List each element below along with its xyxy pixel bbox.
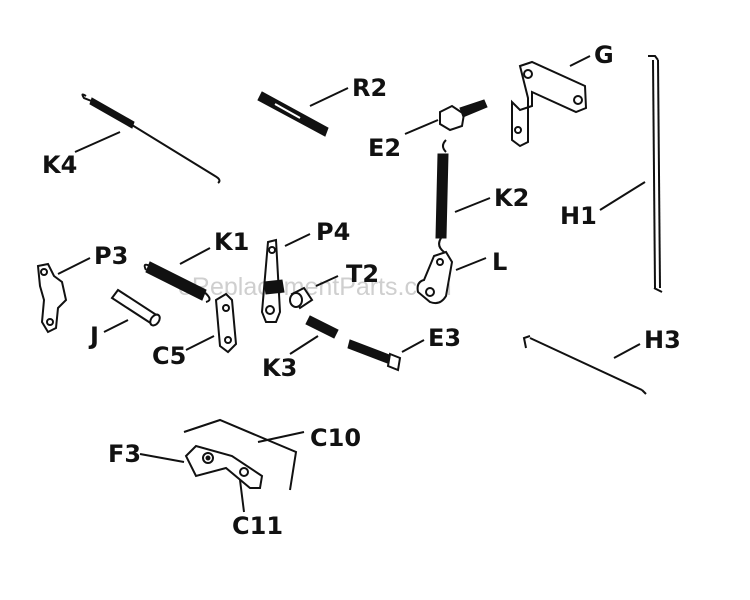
part-h3-rod <box>522 335 647 395</box>
leader-h1 <box>599 181 646 211</box>
leader-l <box>455 257 487 271</box>
label-k1: K1 <box>214 228 249 256</box>
leader-k1 <box>179 247 211 265</box>
label-h3: H3 <box>644 326 681 354</box>
leader-c10 <box>257 431 305 443</box>
leader-p4 <box>284 233 311 247</box>
part-labels: G R2 K4 E2 K2 H1 P4 K1 P3 T2 L J C5 K3 E… <box>42 41 681 540</box>
label-f3: F3 <box>108 440 141 468</box>
leader-c5 <box>185 335 215 351</box>
part-e3-bolt <box>347 339 402 372</box>
part-k3-spring <box>305 315 339 339</box>
leader-k2 <box>454 197 491 213</box>
part-k2-spring <box>435 139 449 257</box>
part-k1-spring <box>143 261 211 303</box>
leader-h3 <box>613 343 641 359</box>
leader-g <box>569 55 591 67</box>
label-c11: C11 <box>232 512 283 540</box>
leader-c11 <box>239 479 245 513</box>
part-p4-lever <box>260 238 285 323</box>
label-h1: H1 <box>560 202 597 230</box>
leader-t2 <box>315 275 339 287</box>
label-p3: P3 <box>94 242 128 270</box>
leader-lines <box>57 55 646 513</box>
part-t2-bushing <box>289 286 314 310</box>
leader-e3 <box>401 339 425 353</box>
part-h1-rod <box>648 55 663 293</box>
label-c10: C10 <box>310 424 361 452</box>
label-k4: K4 <box>42 151 77 179</box>
label-e3: E3 <box>428 324 461 352</box>
watermark-text: eReplacementParts.com <box>178 273 452 301</box>
label-c5: C5 <box>152 342 186 370</box>
part-c5-plate <box>214 292 238 354</box>
label-j: J <box>88 322 99 350</box>
label-e2: E2 <box>368 134 401 162</box>
leader-e2 <box>404 119 439 135</box>
label-t2: T2 <box>346 260 379 288</box>
part-k4-spring <box>81 93 221 184</box>
label-g: G <box>594 41 614 69</box>
part-l-link <box>416 250 454 305</box>
part-j-pin <box>110 288 161 327</box>
part-g-bracket <box>511 60 588 148</box>
label-k2: K2 <box>494 184 529 212</box>
label-p4: P4 <box>316 218 350 246</box>
label-k3: K3 <box>262 354 297 382</box>
label-l: L <box>492 248 507 276</box>
leader-k4 <box>74 131 121 153</box>
label-r2: R2 <box>352 74 387 102</box>
part-e2-bolt <box>439 99 488 132</box>
leader-p3 <box>57 257 91 275</box>
leader-k3 <box>289 335 319 355</box>
leader-r2 <box>309 87 349 107</box>
leader-f3 <box>139 453 185 463</box>
leader-j <box>103 319 129 333</box>
part-c10-bracket <box>183 418 298 491</box>
part-r2-stud <box>257 91 329 137</box>
part-p3-plate <box>36 262 68 334</box>
